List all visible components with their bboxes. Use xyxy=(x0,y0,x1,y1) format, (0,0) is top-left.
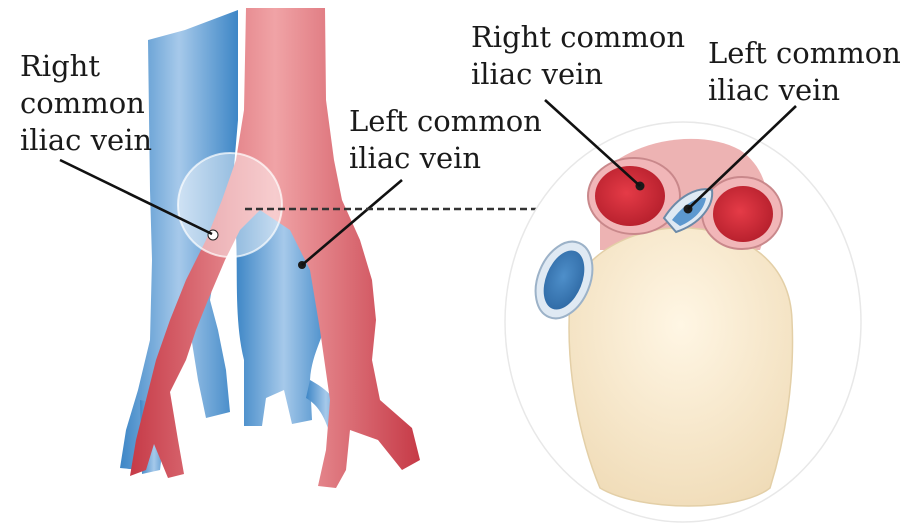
left-common-iliac-artery-lumen xyxy=(713,186,773,242)
leader-line-left-vein xyxy=(301,179,403,266)
leader-line-right-vein-section xyxy=(544,99,641,187)
inferior-vena-cava xyxy=(120,10,238,470)
right-common-iliac-artery-lumen xyxy=(595,166,665,226)
label-left-common-iliac-vein-left: Left common iliac vein xyxy=(349,104,551,175)
label-right-common-iliac-vein-right: Right common iliac vein xyxy=(471,20,694,91)
cross-section-view: Right common iliac vein Left common ilia… xyxy=(471,20,902,523)
label-left-common-iliac-vein-right: Left common iliac vein xyxy=(708,36,902,107)
compression-highlight xyxy=(177,152,283,258)
right-common-iliac-vein-lumen xyxy=(543,250,585,310)
label-right-common-iliac-vein-left: Right common iliac vein xyxy=(20,49,154,157)
leader-line-left-vein-section xyxy=(687,105,797,210)
leader-line-right-vein xyxy=(59,158,213,236)
abdominal-aorta xyxy=(130,8,420,488)
vertebral-body xyxy=(568,227,794,507)
anatomy-view: Right common iliac vein Left common ilia… xyxy=(20,8,551,488)
